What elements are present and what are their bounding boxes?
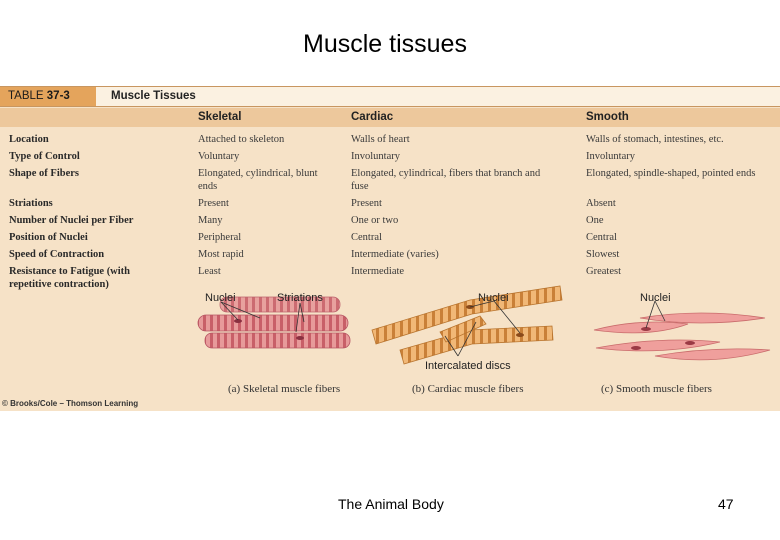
- cell-cardiac: Involuntary: [351, 151, 400, 162]
- row-label: Resistance to Fatigue (with repetitive c…: [9, 266, 131, 290]
- cell-cardiac: Intermediate: [351, 266, 405, 277]
- cell-skeletal: Voluntary: [198, 151, 240, 162]
- slide-title: Muscle tissues: [303, 30, 467, 58]
- cell-smooth: Involuntary: [586, 151, 635, 162]
- cell-cardiac: Walls of heart: [351, 134, 410, 145]
- muscle-fiber-illustrations: Nuclei Striations Nuclei Intercalated di…: [197, 285, 771, 395]
- column-header-bar: Skeletal Cardiac Smooth: [0, 108, 780, 127]
- cell-cardiac: Elongated, cylindrical, fibers that bran…: [351, 168, 541, 192]
- cell-smooth: Central: [586, 232, 617, 243]
- row-label: Type of Control: [9, 151, 80, 162]
- table-name: Muscle Tissues: [111, 90, 196, 102]
- column-header-skeletal: Skeletal: [198, 111, 242, 123]
- skeletal-fiber-drawing: [197, 296, 351, 349]
- caption-smooth: (c) Smooth muscle fibers: [601, 383, 712, 395]
- column-header-cardiac: Cardiac: [351, 111, 394, 123]
- row-label: Speed of Contraction: [9, 249, 105, 260]
- smooth-fiber-drawing: [593, 300, 771, 361]
- row-label: Striations: [9, 198, 53, 209]
- cell-smooth: Greatest: [586, 266, 621, 277]
- caption-cardiac: (b) Cardiac muscle fibers: [412, 383, 523, 395]
- cell-cardiac: One or two: [351, 215, 399, 226]
- cell-skeletal: Least: [198, 266, 221, 277]
- table-number: TABLE 37-3: [0, 87, 96, 106]
- label-smooth-nuclei: Nuclei: [640, 292, 671, 304]
- muscle-tissues-table-figure: TABLE 37-3 Muscle Tissues Skeletal Cardi…: [0, 86, 780, 411]
- cell-smooth: Slowest: [586, 249, 620, 260]
- cell-smooth: Absent: [586, 198, 616, 209]
- cell-skeletal: Many: [198, 215, 223, 226]
- cell-skeletal: Peripheral: [198, 232, 242, 243]
- footer-text: The Animal Body: [338, 496, 444, 512]
- table-title-bar: TABLE 37-3 Muscle Tissues: [0, 86, 780, 107]
- row-label: Number of Nuclei per Fiber: [9, 215, 134, 226]
- cell-skeletal: Attached to skeleton: [198, 134, 285, 145]
- table-number-prefix: TABLE: [8, 90, 44, 102]
- cell-cardiac: Intermediate (varies): [351, 249, 439, 260]
- cell-smooth: One: [586, 215, 604, 226]
- cell-skeletal: Present: [198, 198, 229, 209]
- column-header-smooth: Smooth: [586, 111, 629, 123]
- cardiac-fiber-drawing: [371, 285, 563, 365]
- row-label: Location: [9, 134, 49, 145]
- cell-cardiac: Present: [351, 198, 382, 209]
- label-cardiac-nuclei: Nuclei: [478, 292, 509, 304]
- table-number-value: 37-3: [46, 90, 70, 102]
- label-striations: Striations: [277, 292, 323, 304]
- cell-smooth: Walls of stomach, intestines, etc.: [586, 134, 724, 145]
- cell-skeletal: Most rapid: [198, 249, 244, 260]
- caption-skeletal: (a) Skeletal muscle fibers: [228, 383, 340, 395]
- page-number: 47: [718, 496, 734, 512]
- cell-cardiac: Central: [351, 232, 382, 243]
- label-intercalated-discs: Intercalated discs: [425, 360, 511, 372]
- row-label: Shape of Fibers: [9, 168, 80, 179]
- copyright-credit: © Brooks/Cole – Thomson Learning: [2, 399, 139, 408]
- cell-skeletal: Elongated, cylindrical, blunt ends: [198, 168, 318, 192]
- cell-smooth: Elongated, spindle-shaped, pointed ends: [586, 168, 756, 179]
- label-skeletal-nuclei: Nuclei: [205, 292, 236, 304]
- row-label: Position of Nuclei: [9, 232, 88, 243]
